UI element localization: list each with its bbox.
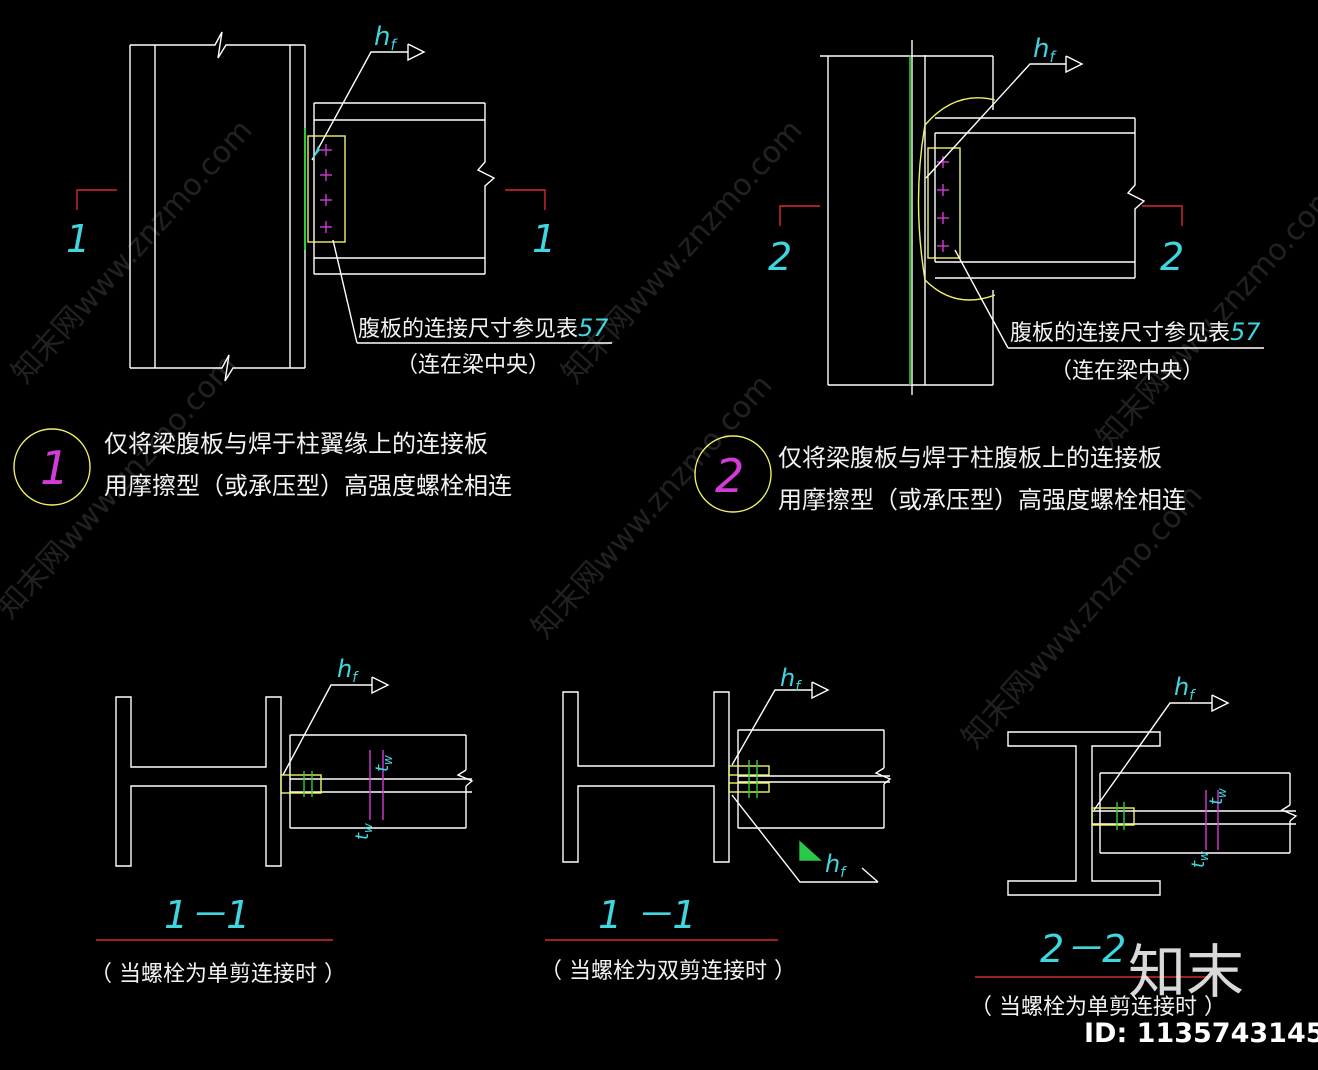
- note-text-2: 腹板的连接尺寸参见表57: [1010, 318, 1261, 346]
- watermark-id: ID: 1135743145: [1084, 1018, 1318, 1049]
- weld-size-label-1: hf: [374, 22, 398, 54]
- bolts-1: [320, 144, 332, 233]
- caption-a: （ 当螺栓为单剪连接时 ）: [90, 962, 346, 987]
- note-leader-2: [954, 249, 1264, 349]
- description-1-line1: 仅将梁腹板与焊于柱翼缘上的连接板: [104, 430, 488, 458]
- bolts-2: [937, 156, 949, 252]
- weld-size-label-c: hf: [1174, 673, 1196, 704]
- detail-number-2: 2: [715, 449, 744, 503]
- description-1-line2: 用摩擦型（或承压型）高强度螺栓相连: [104, 472, 512, 500]
- plate-a: [280, 774, 322, 794]
- column-2: [820, 40, 994, 395]
- column-h-section-a: [115, 696, 282, 867]
- tw-label-a1: tw: [372, 755, 395, 772]
- section-title-b: 1 －1: [598, 893, 696, 937]
- weld-triangle-b: [799, 840, 822, 861]
- section-label-2-left: 2: [768, 235, 792, 279]
- tw-label-a2: tw: [352, 823, 375, 840]
- caption-c: （ 当螺栓为单剪连接时 ）: [970, 995, 1226, 1020]
- shear-plate-2: [927, 147, 961, 259]
- beam-b: [737, 729, 892, 829]
- section-mark-2: [779, 205, 1183, 226]
- beam-1: [313, 102, 496, 275]
- note-leader-1: [332, 239, 612, 344]
- tw-dim-c: [1205, 790, 1219, 850]
- detail-2-elevation: [779, 40, 1264, 395]
- section-b: [562, 681, 892, 883]
- shear-plate-1: [307, 135, 346, 243]
- beam-2: [934, 117, 1146, 279]
- arrowhead-1: [312, 146, 320, 160]
- weld-leader-2: [925, 55, 1084, 179]
- note-text-1b: （连在梁中央）: [396, 353, 550, 378]
- bolt-b: [748, 760, 758, 798]
- plate-c: [1091, 807, 1135, 826]
- beam-c: [1092, 772, 1298, 854]
- weld-leader-a: [282, 676, 390, 776]
- weld-size-label-2: hf: [1033, 34, 1057, 66]
- caption-b: （ 当螺栓为双剪连接时 ）: [540, 959, 796, 984]
- section-label-2-right: 2: [1160, 235, 1184, 279]
- detail-number-circle-2: [694, 435, 772, 513]
- column-i-section-c: [1007, 731, 1161, 896]
- stiffener-2: [917, 97, 996, 301]
- section-a: [115, 676, 474, 867]
- detail-number-1: 1: [40, 441, 69, 495]
- bolt-c: [1116, 802, 1125, 830]
- column-h-section-b: [562, 691, 730, 863]
- section-title-c: 2－2: [1040, 927, 1126, 971]
- note-text-2b: （连在梁中央）: [1050, 359, 1204, 384]
- weld-size-label-b: hf: [780, 664, 802, 695]
- weld-leader-1: [311, 43, 426, 161]
- description-2-line1: 仅将梁腹板与焊于柱腹板上的连接板: [778, 444, 1162, 472]
- description-2-line2: 用摩擦型（或承压型）高强度螺栓相连: [778, 486, 1186, 514]
- section-label-1-left: 1: [66, 217, 90, 261]
- section-mark-1: [76, 189, 546, 210]
- tw-label-c2: tw: [1188, 851, 1211, 868]
- note-text-1: 腹板的连接尺寸参见表57: [358, 314, 609, 342]
- weld-leader-c: [1093, 694, 1230, 811]
- tw-label-c1: tw: [1206, 788, 1229, 805]
- weld-size-label-b2: hf: [825, 850, 847, 881]
- watermark-logo: 知末: [1128, 938, 1244, 1006]
- weld-size-label-a: hf: [337, 655, 359, 686]
- section-label-1-right: 1: [532, 217, 556, 261]
- section-c: [1007, 694, 1298, 896]
- detail-1-elevation: [76, 31, 612, 382]
- detail-number-circle-1: [13, 428, 91, 506]
- section-title-a: 1－1: [164, 893, 250, 937]
- bolt-a: [303, 771, 313, 797]
- weld-leader-b: [731, 681, 879, 883]
- tw-dim-a: [369, 750, 384, 820]
